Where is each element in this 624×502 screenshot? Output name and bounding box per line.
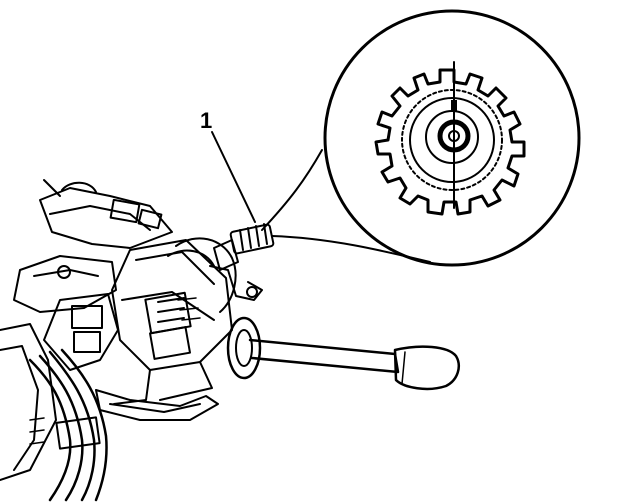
detail-circle (323, 9, 581, 267)
detail-magnifier (323, 9, 581, 267)
lever-stalk (248, 338, 400, 374)
turn-signal-lever (226, 316, 460, 391)
magnifier-leader-top (261, 149, 323, 231)
switch-block (111, 239, 233, 371)
callout-1-label: 1 (200, 108, 212, 133)
position-sensor (213, 223, 275, 271)
steering-column-housing (0, 179, 263, 502)
lever-knob (393, 345, 460, 391)
reluctor-ring-icon (374, 68, 526, 216)
inner-tooth-ring (401, 89, 503, 191)
magnifier-leader-bottom (271, 235, 431, 263)
alignment-notch (451, 100, 457, 112)
hub-outer (409, 97, 495, 183)
lever-collar (226, 316, 262, 380)
shading-hatch (29, 297, 201, 445)
callout-1-leader (211, 131, 256, 223)
